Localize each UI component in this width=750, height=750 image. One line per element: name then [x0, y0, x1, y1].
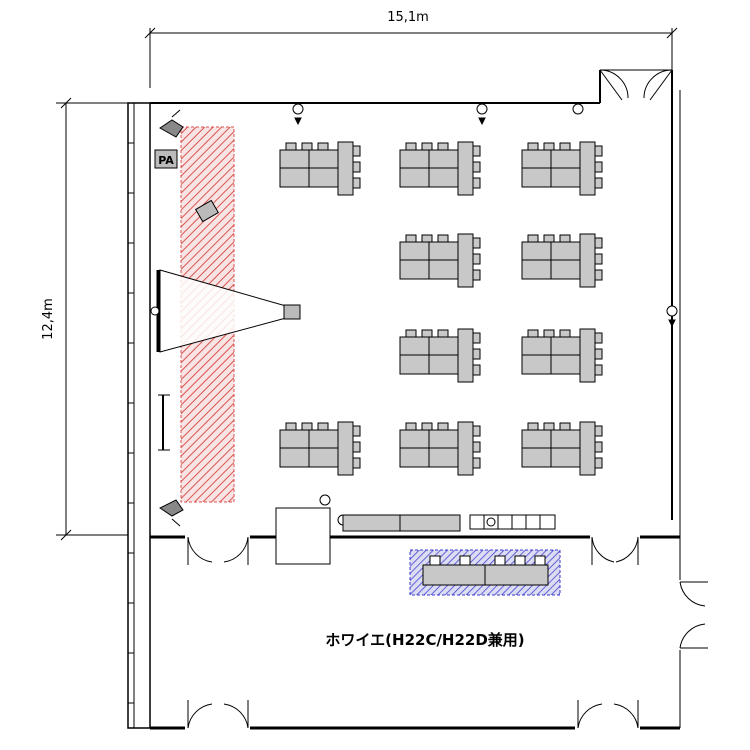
chair	[352, 441, 361, 453]
table-group	[399, 328, 481, 383]
whiteboard-stand	[158, 394, 170, 451]
chair	[594, 457, 603, 469]
chair	[352, 425, 361, 437]
reception-desk	[275, 507, 331, 565]
chair	[352, 161, 361, 173]
pa-label: PA	[158, 154, 174, 167]
foyer-label: ホワイエ(H22C/H22D兼用)	[325, 631, 524, 649]
door-hall-left[interactable]	[187, 536, 249, 565]
chair	[594, 364, 603, 376]
room-walls	[150, 69, 681, 730]
door-foyer-bottom-left[interactable]	[187, 700, 249, 729]
chair	[594, 332, 603, 344]
chair	[472, 364, 481, 376]
door-foyer-right[interactable]	[679, 581, 708, 649]
chair	[437, 234, 449, 243]
chair	[301, 422, 313, 431]
chair	[437, 142, 449, 151]
chair	[472, 332, 481, 344]
chair	[559, 422, 571, 431]
chair	[472, 269, 481, 281]
chair	[559, 329, 571, 338]
screen	[150, 270, 160, 352]
chair	[527, 422, 539, 431]
table-group	[521, 328, 603, 383]
chair	[472, 161, 481, 173]
chair	[405, 329, 417, 338]
table-group	[521, 421, 603, 476]
table-group	[279, 141, 361, 196]
podium	[195, 199, 219, 223]
table-group	[521, 233, 603, 288]
table-group	[399, 421, 481, 476]
chair	[594, 161, 603, 173]
door-hall-right[interactable]	[591, 536, 639, 565]
chair	[594, 269, 603, 281]
height-label: 12,4m	[41, 298, 56, 340]
chair	[317, 422, 329, 431]
chair	[472, 441, 481, 453]
speaker-top-icon	[159, 109, 184, 138]
stacked-chairs	[469, 514, 556, 530]
chair	[543, 234, 555, 243]
table-group	[521, 141, 603, 196]
chair	[543, 329, 555, 338]
pa-box: PA	[154, 149, 178, 169]
door-foyer-bottom-right[interactable]	[577, 700, 639, 729]
chair	[301, 142, 313, 151]
chair	[352, 457, 361, 469]
chair	[421, 142, 433, 151]
chair	[405, 234, 417, 243]
chair	[421, 329, 433, 338]
chair	[472, 348, 481, 360]
chair	[527, 234, 539, 243]
chair	[437, 329, 449, 338]
chair	[285, 142, 297, 151]
foyer-counter	[409, 549, 561, 596]
chair	[543, 142, 555, 151]
table-group	[399, 141, 481, 196]
chair	[543, 422, 555, 431]
chair	[594, 177, 603, 189]
chair	[437, 422, 449, 431]
door-top-right[interactable]	[599, 69, 673, 101]
bottom-counter	[342, 514, 461, 532]
chair	[317, 142, 329, 151]
chair	[527, 142, 539, 151]
chair	[472, 457, 481, 469]
chair	[594, 253, 603, 265]
chair	[472, 145, 481, 157]
chair	[559, 142, 571, 151]
left-panel-strip	[127, 102, 151, 729]
table-group	[399, 233, 481, 288]
width-label: 15,1m	[387, 10, 429, 25]
chair	[594, 425, 603, 437]
chair	[594, 145, 603, 157]
projector-icon	[283, 304, 301, 320]
chair	[527, 329, 539, 338]
chair	[421, 422, 433, 431]
chair	[285, 422, 297, 431]
table-group	[279, 421, 361, 476]
chair	[559, 234, 571, 243]
chair	[421, 234, 433, 243]
chair	[472, 237, 481, 249]
chair	[594, 348, 603, 360]
height-dimension: 12,4m	[41, 97, 150, 541]
table-groups	[279, 141, 603, 476]
chair	[594, 237, 603, 249]
chair	[352, 145, 361, 157]
chair	[472, 425, 481, 437]
chair	[472, 253, 481, 265]
chair	[472, 177, 481, 189]
chair	[405, 422, 417, 431]
chair	[405, 142, 417, 151]
speaker-bottom-icon	[159, 499, 184, 527]
projection-cone	[159, 269, 301, 353]
chair	[352, 177, 361, 189]
width-dimension: 15,1m	[144, 10, 678, 88]
chair	[594, 441, 603, 453]
